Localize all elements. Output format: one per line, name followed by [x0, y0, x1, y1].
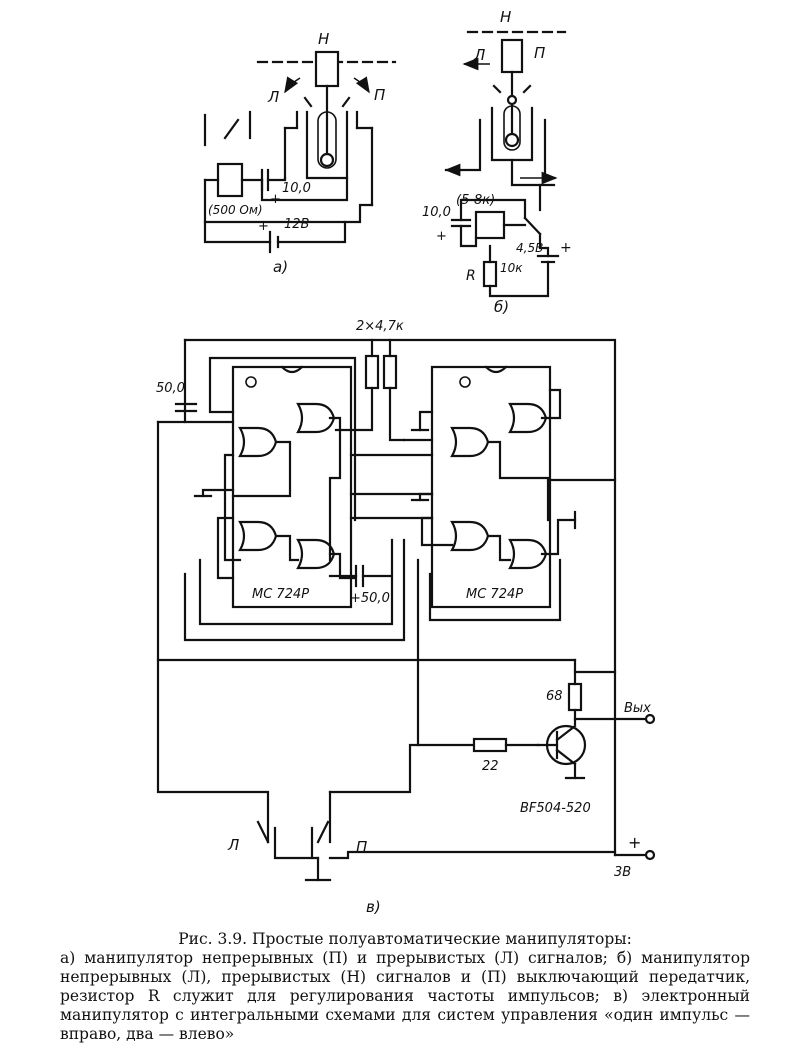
- panel-c-cap1-value: 50,0: [156, 381, 185, 396]
- ic1-label: МС 724Р: [252, 587, 309, 602]
- panel-a-label: а): [273, 258, 288, 276]
- panel-c-resistor-22: [472, 737, 508, 753]
- panel-a-label-p: П: [374, 86, 385, 104]
- ic1: МС 724Р: [231, 365, 353, 609]
- panel-b-label-h: Н: [500, 8, 511, 26]
- caption-body: а) манипулятор непрерывных (П) и прерыви…: [60, 949, 750, 1043]
- panel-a-battery-value: 12В: [284, 217, 310, 232]
- ic1-gate-1: [238, 426, 278, 458]
- panel-c: 2×4,7к МС 724Р: [156, 319, 656, 916]
- panel-b-label-l: Л: [473, 46, 485, 64]
- ic2: МС 724Р: [430, 365, 552, 609]
- panel-a-plus-cap: +: [270, 192, 281, 207]
- figure-caption: Рис. 3.9. Простые полуавтоматические ман…: [60, 930, 750, 1044]
- panel-a-label-h: Н: [318, 30, 329, 48]
- panel-c-res-pair-value: 2×4,7к: [356, 319, 404, 334]
- ic2-body: [430, 365, 552, 609]
- panel-c-transistor-label: BF504-520: [520, 801, 591, 816]
- panel-a-relay: [216, 162, 244, 198]
- ic1-gate-2: [296, 402, 336, 434]
- ic2-gate-4: [508, 538, 548, 570]
- ic2-gate-1: [450, 426, 490, 458]
- ic1-gate-4: [296, 538, 336, 570]
- ic2-label: МС 724Р: [466, 587, 523, 602]
- ic1-body: [231, 365, 353, 609]
- panel-b-resistor: [482, 260, 498, 288]
- panel-a-lever-body: [317, 111, 337, 169]
- panel-b: Н Л П (5-8к) 10,0 + R 10к: [422, 8, 572, 316]
- panel-c-label-p: П: [356, 838, 367, 856]
- panel-b-plus-bat: +: [560, 240, 572, 256]
- panel-c-supply-terminal: [644, 849, 656, 861]
- panel-c-r22-value: 22: [482, 759, 499, 774]
- schematic-diagram: Н Л П 10,0 + (500 Ом: [156, 8, 656, 916]
- panel-b-paddle-knob: [500, 38, 524, 74]
- ic2-gate-3: [450, 520, 490, 552]
- panel-a: Н Л П 10,0 + (500 Ом: [203, 30, 397, 276]
- panel-a-arrow-left: [284, 76, 301, 94]
- panel-c-label: в): [366, 898, 381, 916]
- panel-a-pivot: [319, 152, 335, 168]
- panel-a-paddle-knob: [314, 50, 340, 88]
- panel-c-resistor-1: [364, 354, 380, 390]
- panel-b-label: б): [494, 298, 509, 316]
- panel-c-resistor-68: [567, 682, 583, 712]
- panel-c-out-label: Вых: [624, 701, 651, 716]
- panel-b-battery-value: 4,5В: [516, 241, 543, 255]
- panel-c-label-l: Л: [227, 836, 239, 854]
- panel-c-cap2-value: +50,0: [350, 591, 390, 606]
- panel-b-res-value: 10к: [500, 261, 523, 275]
- panel-a-arrow-right: [353, 76, 370, 94]
- panel-b-cap-value: 10,0: [422, 205, 451, 220]
- ic2-gate-2: [508, 402, 548, 434]
- panel-b-plus-cap: +: [436, 229, 447, 244]
- panel-c-r68-value: 68: [546, 689, 563, 704]
- panel-c-resistor-2: [382, 354, 398, 390]
- panel-b-label-p: П: [534, 44, 545, 62]
- panel-c-output-terminal: [644, 713, 656, 725]
- panel-a-relay-value: (500 Ом): [208, 203, 263, 217]
- ic1-gate-3: [238, 520, 278, 552]
- panel-c-supply-plus: +: [628, 833, 641, 852]
- panel-b-res-name: R: [466, 268, 476, 284]
- panel-a-label-l: Л: [267, 88, 279, 106]
- panel-c-supply-label: 3В: [614, 865, 631, 880]
- panel-a-cap-value: 10,0: [282, 181, 311, 196]
- caption-title: Рис. 3.9. Простые полуавтоматические ман…: [178, 930, 632, 948]
- panel-a-plus-bat: +: [258, 219, 269, 234]
- panel-b-relay: [474, 210, 506, 240]
